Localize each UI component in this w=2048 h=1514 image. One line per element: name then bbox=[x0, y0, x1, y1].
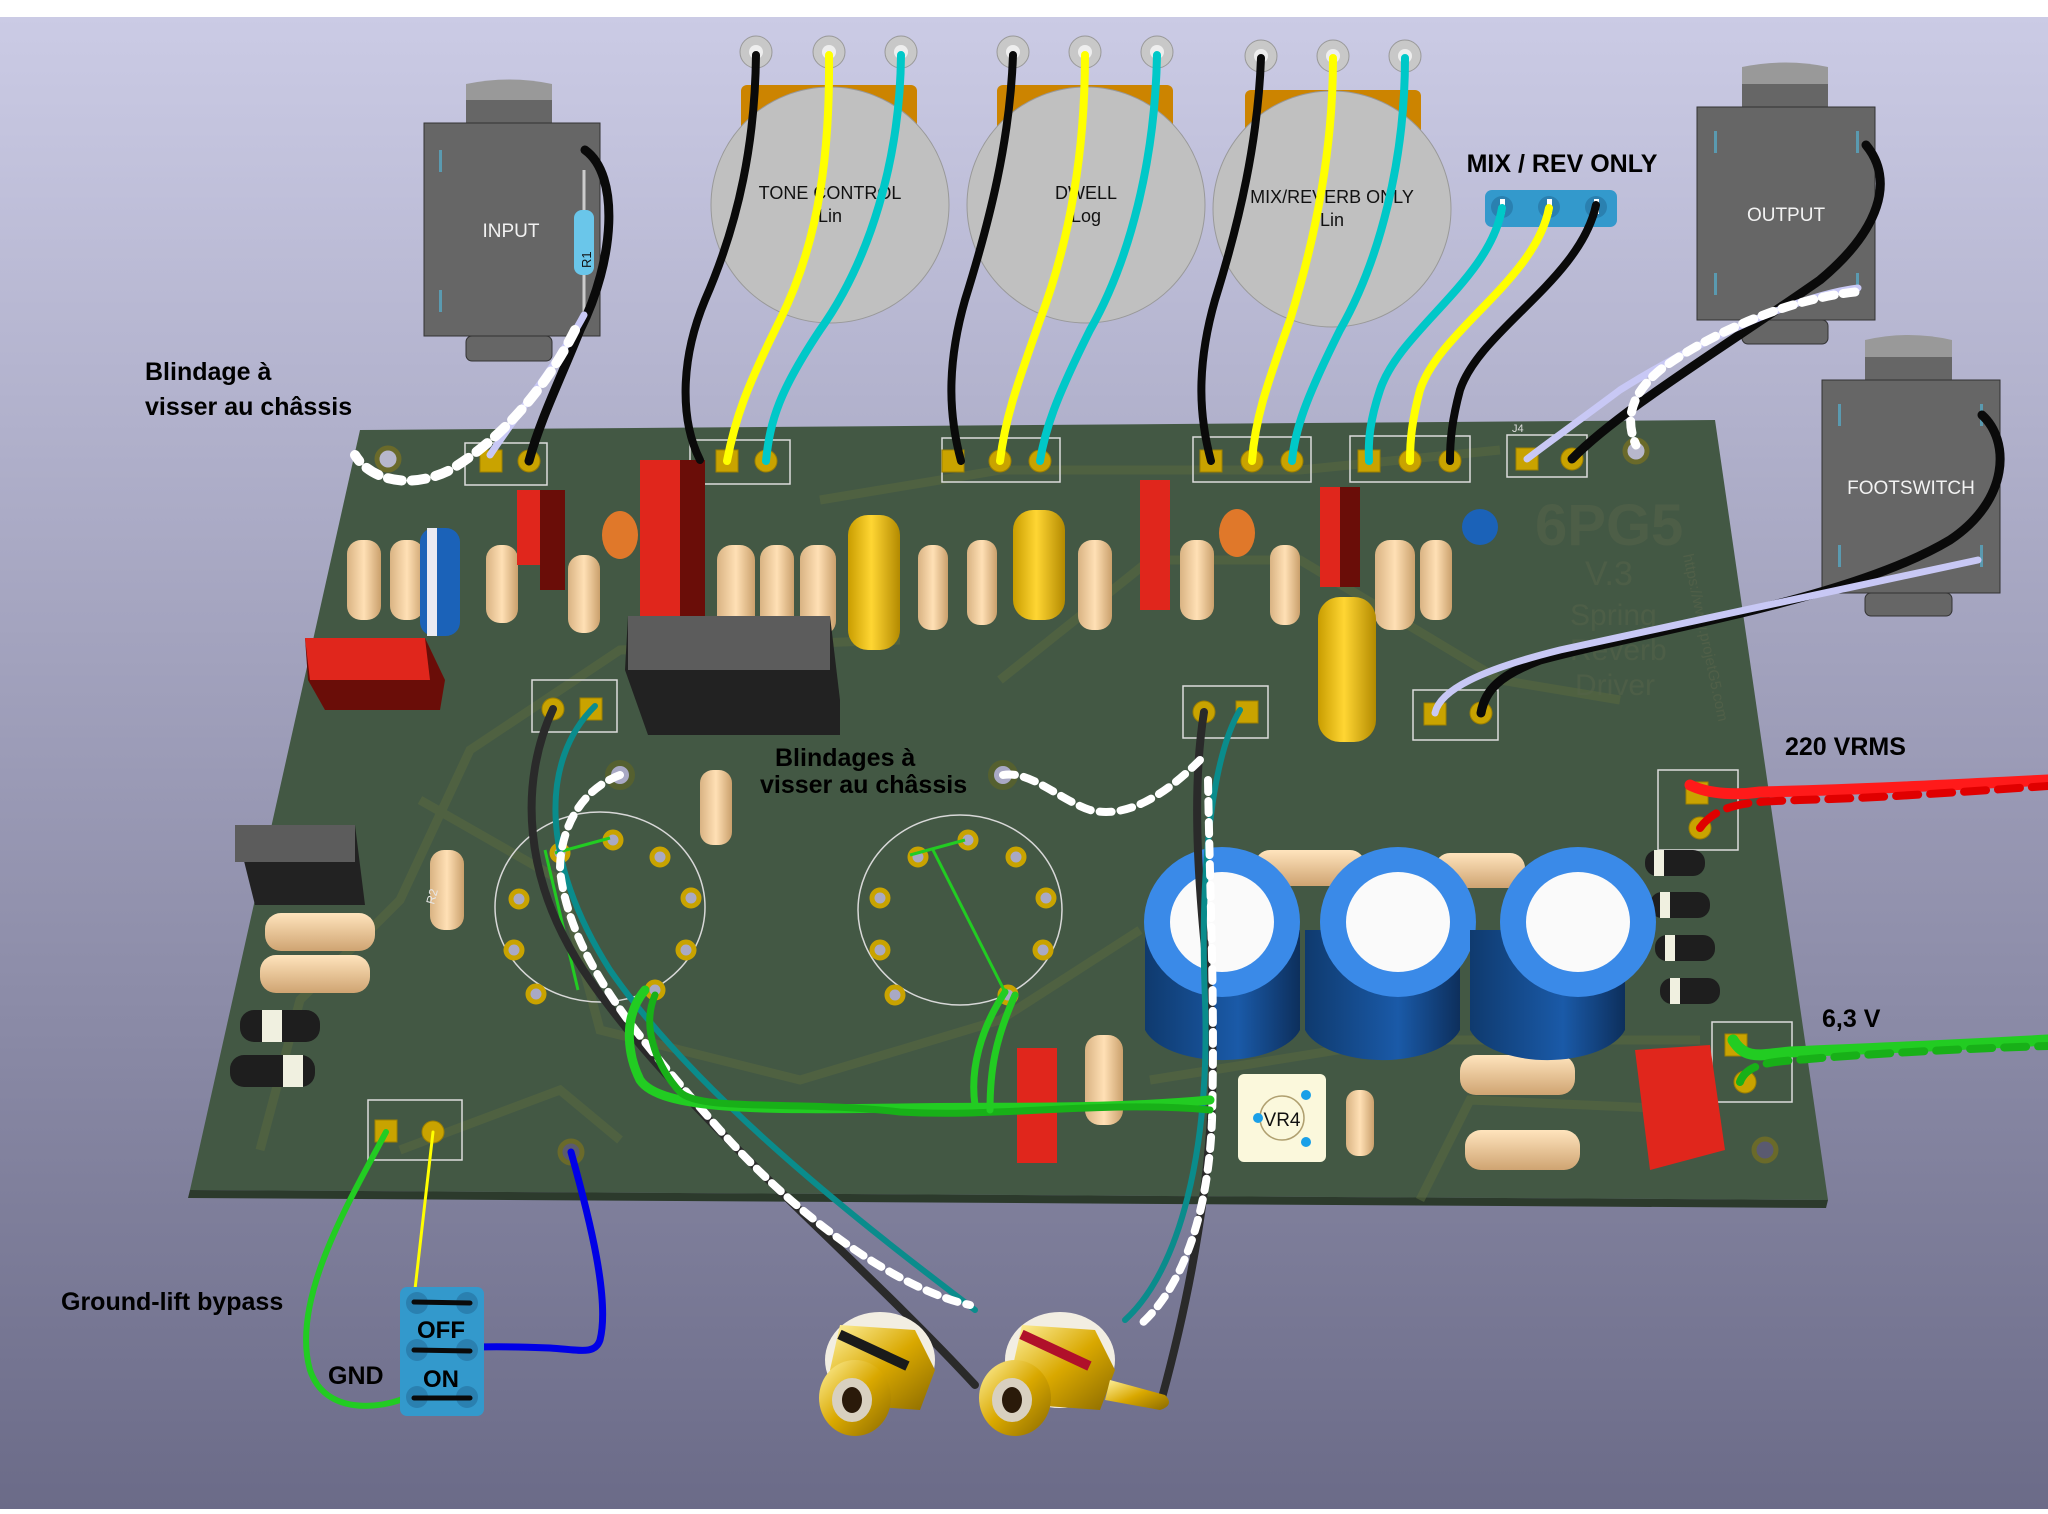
axial-capacitors bbox=[848, 510, 1376, 742]
output-jack-label: OUTPUT bbox=[1747, 205, 1826, 226]
pcb-version-text: V.3 bbox=[1585, 555, 1633, 593]
mix-rev-only-label: MIX / REV ONLY bbox=[1467, 150, 1658, 178]
ground-lift-label: Ground-lift bypass bbox=[61, 1288, 283, 1316]
shield-center-label-line2: visser au châssis bbox=[760, 771, 967, 799]
electrolytic-small-1 bbox=[420, 528, 460, 636]
ceramic-cap-1 bbox=[602, 511, 638, 559]
pot-dwell-name: DWELL bbox=[1055, 183, 1117, 203]
ceramic-cap-2 bbox=[1219, 509, 1255, 557]
tube-socket-2 bbox=[857, 814, 1063, 1006]
input-jack-label: INPUT bbox=[483, 221, 540, 242]
pot-dwell-taper: Log bbox=[1071, 206, 1101, 226]
shield-left-label-line2: visser au châssis bbox=[145, 393, 352, 421]
shield-left-label-line1: Blindage à bbox=[145, 358, 272, 386]
switch-off-label: OFF bbox=[417, 1317, 465, 1344]
filter-capacitors bbox=[1144, 847, 1656, 1061]
pcb-line1-text: Spring bbox=[1570, 599, 1657, 632]
components: R2 bbox=[230, 460, 1725, 1170]
r1-label: R1 bbox=[579, 251, 594, 268]
vr4-label: VR4 bbox=[1264, 1110, 1301, 1131]
rca-jack-left[interactable] bbox=[819, 1312, 935, 1436]
diodes bbox=[230, 850, 1720, 1087]
footswitch-jack-label: FOOTSWITCH bbox=[1847, 478, 1975, 499]
shield-center-label-line1: Blindages à bbox=[775, 744, 915, 772]
pot-tone-name: TONE CONTROL bbox=[759, 183, 902, 203]
top-margin bbox=[0, 0, 2048, 17]
switch-on-label: ON bbox=[423, 1366, 459, 1393]
pcb-line3-text: Driver bbox=[1575, 669, 1655, 702]
pot-mix-name: MIX/REVERB ONLY bbox=[1250, 187, 1414, 207]
electrolytic-small-2 bbox=[1462, 509, 1498, 545]
annotations: MIX / REV ONLY Blindage à visser au châs… bbox=[61, 150, 1906, 1390]
wires bbox=[303, 51, 2048, 1409]
input-jack[interactable]: INPUT R1 bbox=[423, 79, 601, 362]
mains-voltage-label: 220 VRMS bbox=[1785, 733, 1906, 761]
pot-mix-taper: Lin bbox=[1320, 210, 1344, 230]
gnd-label: GND bbox=[328, 1362, 384, 1390]
pcb-model-text: 6PG5 bbox=[1535, 493, 1683, 558]
ground-lift-switch[interactable]: OFF ON bbox=[400, 1287, 484, 1416]
resistors-vertical bbox=[347, 540, 1452, 1156]
output-jack[interactable]: OUTPUT bbox=[1696, 62, 1876, 345]
r2-label: R2 bbox=[423, 887, 441, 906]
tube-socket-1 bbox=[494, 811, 706, 1005]
wire-input-shield-braid bbox=[350, 325, 580, 486]
j4-label: J4 bbox=[1512, 423, 1524, 435]
rca-jack-right[interactable] bbox=[979, 1312, 1169, 1436]
pot-tone-taper: Lin bbox=[818, 206, 842, 226]
heater-voltage-label: 6,3 V bbox=[1822, 1005, 1881, 1033]
trimmer-vr4[interactable]: VR4 bbox=[1238, 1074, 1326, 1162]
